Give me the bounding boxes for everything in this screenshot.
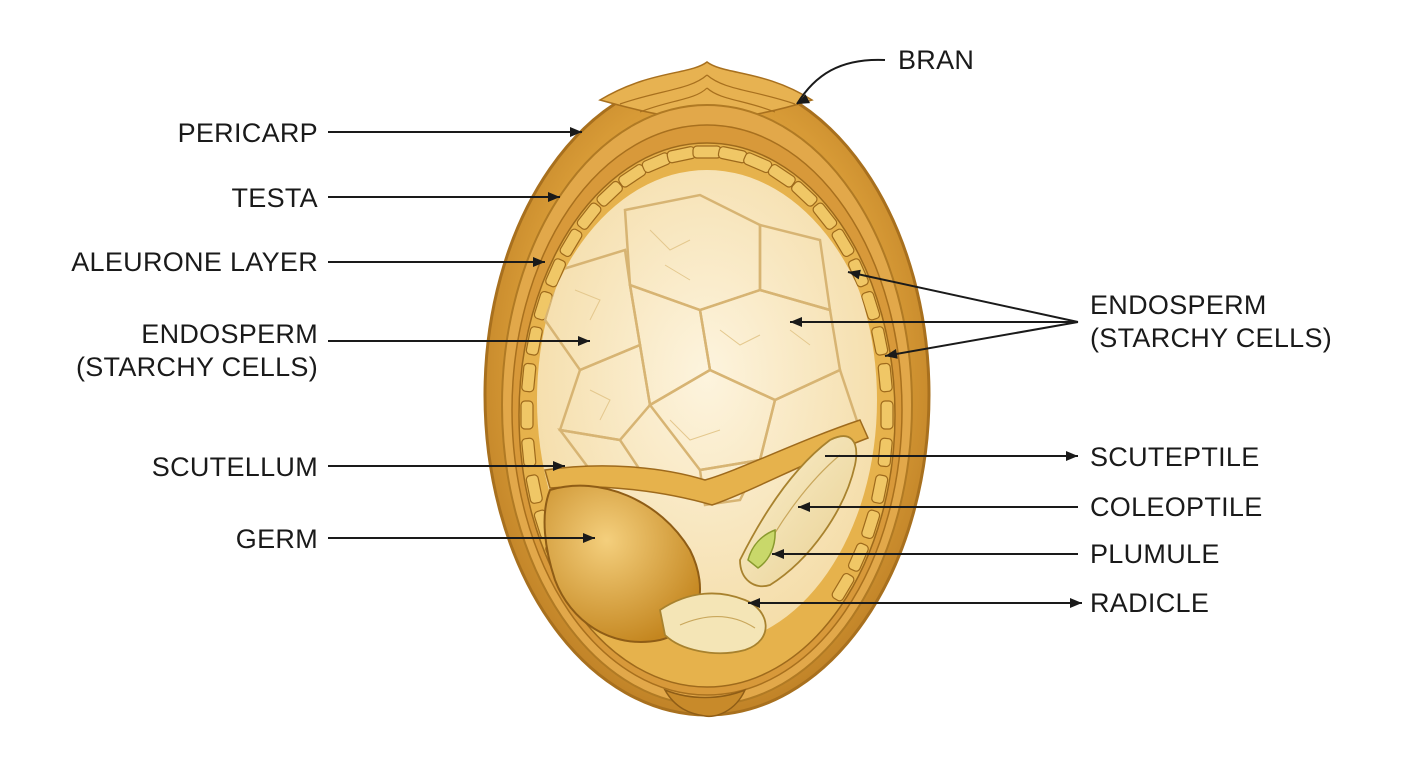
aleurone-cell [861, 509, 881, 540]
leader-endo-r2-head [790, 317, 802, 327]
aleurone-cell [831, 572, 855, 602]
label-pericarp: PERICARP [177, 118, 318, 148]
leader-radicle-right-head [1070, 598, 1082, 608]
aleurone-cell [831, 228, 855, 258]
leader-aleurone-head [533, 257, 545, 267]
label-endosperm-left: ENDOSPERM (STARCHY CELLS) [76, 318, 318, 384]
aleurone-cell [812, 202, 838, 230]
aleurone-cell [871, 474, 889, 504]
leader-scuteptile-head [1066, 451, 1078, 461]
aleurone-cell [880, 400, 894, 430]
leader-lines [328, 58, 1082, 608]
leader-bran [796, 58, 886, 105]
label-aleurone-layer: ALEURONE LAYER [71, 247, 318, 277]
leader-endo-r1 [847, 271, 1079, 323]
label-plumule: PLUMULE [1090, 539, 1220, 569]
aleurone-cell [545, 258, 567, 288]
aleurone-cell [520, 400, 534, 430]
leader-radicle-left-head [748, 598, 760, 608]
aleurone-cell [596, 180, 623, 207]
aleurone-cell [559, 228, 583, 258]
plumule [747, 528, 776, 569]
label-scuteptile: SCUTEPTILE [1090, 442, 1260, 472]
aleurone-cell [521, 437, 537, 468]
aleurone-cell [521, 362, 537, 393]
leader-pericarp-head [570, 127, 582, 137]
aleurone-cell [576, 202, 602, 230]
aleurone-cell [877, 362, 893, 393]
label-endosperm-right-line2: (STARCHY CELLS) [1090, 323, 1333, 353]
label-testa: TESTA [231, 183, 318, 213]
label-radicle: RADICLE [1090, 588, 1210, 618]
leader-endo-r3 [884, 321, 1079, 357]
label-scutellum: SCUTELLUM [151, 452, 318, 482]
aleurone-cell [791, 180, 818, 207]
label-coleoptile: COLEOPTILE [1090, 492, 1263, 522]
leader-endo-r3-head [885, 349, 898, 359]
leader-testa-head [548, 192, 560, 202]
leader-scutellum-head [553, 461, 565, 471]
leader-endosperm-left-head [578, 336, 590, 346]
aleurone-cell [861, 290, 881, 321]
aleurone-cell [525, 474, 543, 504]
scutellum [544, 419, 870, 506]
aleurone-cell [767, 163, 796, 188]
leader-germ-head [583, 533, 595, 543]
label-bran: BRAN [898, 45, 975, 75]
label-endosperm-right: ENDOSPERM (STARCHY CELLS) [1090, 289, 1332, 355]
label-endosperm-left-line1: ENDOSPERM [141, 319, 318, 349]
aleurone-cell [871, 326, 889, 356]
leader-coleoptile-head [798, 502, 810, 512]
leader-endo-r1-head [848, 269, 861, 280]
label-endosperm-right-line1: ENDOSPERM [1090, 290, 1267, 320]
aleurone-cell [877, 437, 893, 468]
leader-bran-head [797, 94, 810, 104]
leader-plumule-head [772, 549, 784, 559]
radicle [658, 592, 767, 655]
label-germ: GERM [235, 524, 318, 554]
aleurone-cell [692, 145, 722, 159]
label-endosperm-left-line2: (STARCHY CELLS) [75, 352, 318, 382]
